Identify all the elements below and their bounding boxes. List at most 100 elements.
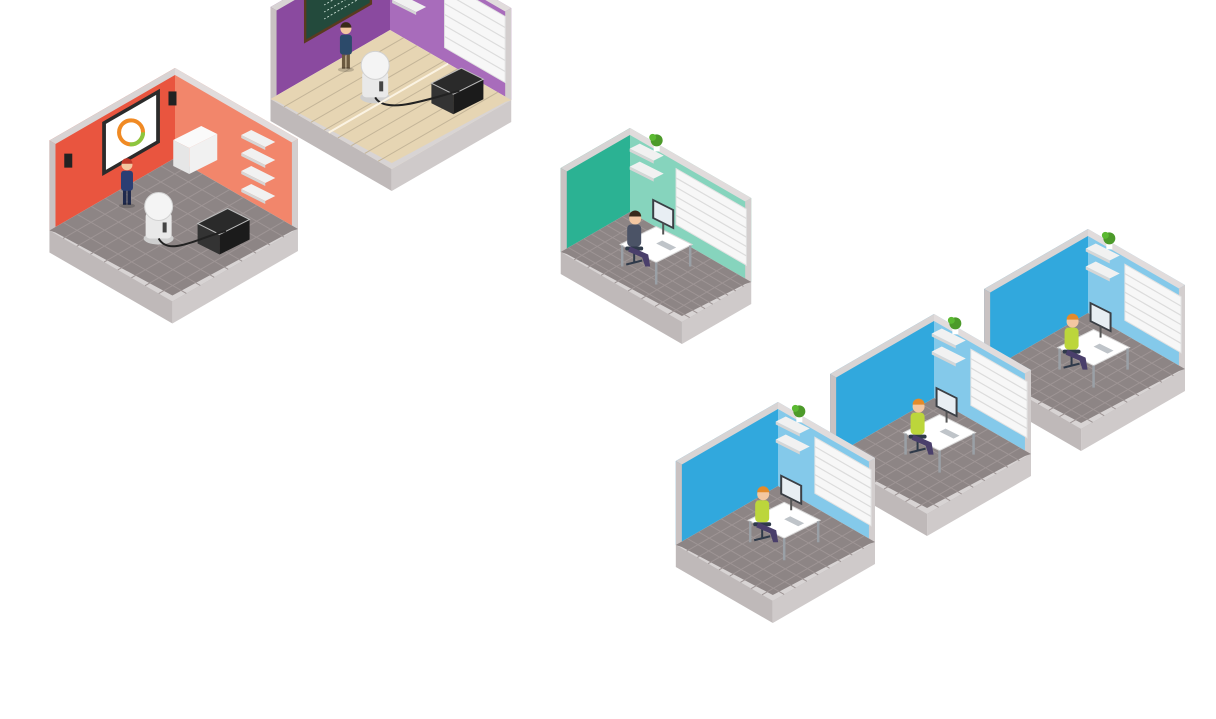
hair xyxy=(1066,313,1079,320)
leg xyxy=(346,52,350,69)
floor-tile-line xyxy=(378,91,499,162)
window-slat xyxy=(814,446,872,480)
floor-tile-line xyxy=(883,428,989,490)
leg xyxy=(122,188,127,205)
floor-tile-line xyxy=(158,220,285,295)
window-slat xyxy=(970,367,1028,401)
window-slat xyxy=(1124,310,1182,344)
left-wall xyxy=(984,229,1088,373)
chalk-writing xyxy=(324,0,359,20)
window-slat xyxy=(1124,301,1182,335)
slab-right-side xyxy=(391,100,512,191)
shelf-icon xyxy=(1085,248,1110,264)
window-slat xyxy=(1124,282,1182,316)
torso xyxy=(339,34,352,55)
slab-right-side xyxy=(927,454,1031,536)
shelf-icon xyxy=(1085,243,1120,261)
shelf-icon xyxy=(392,0,417,15)
wall-rim xyxy=(485,0,512,12)
shelf-icon xyxy=(629,143,664,161)
window-slat xyxy=(675,186,747,229)
floor-tile-line xyxy=(641,258,712,300)
room-office-teal xyxy=(560,128,752,344)
chair xyxy=(909,447,926,454)
speaker-icon xyxy=(64,153,73,168)
wall-rim xyxy=(675,402,785,465)
window-slat xyxy=(970,386,1028,420)
shadow xyxy=(337,67,354,73)
wall-edge xyxy=(560,168,567,256)
wall-rim xyxy=(830,314,941,378)
legs xyxy=(756,522,779,543)
person-icon xyxy=(1062,313,1088,370)
person-icon xyxy=(908,398,934,455)
chalk-writing xyxy=(324,0,346,13)
floor-tile-line xyxy=(297,45,418,115)
floor-tile-line xyxy=(598,229,721,301)
plant-icon xyxy=(1101,231,1109,239)
keyboard xyxy=(784,516,805,527)
floor-tile-line xyxy=(1048,349,1153,411)
floor-tile-line xyxy=(606,224,729,296)
window-slat xyxy=(675,177,747,220)
window-slat xyxy=(1124,273,1182,307)
shelf-icon xyxy=(775,434,810,452)
cable xyxy=(157,229,227,248)
slab-right-side xyxy=(681,282,752,344)
plant-icon xyxy=(947,316,955,324)
shelf-icon xyxy=(775,439,800,455)
wall-edge xyxy=(49,140,56,234)
floor-tile-line xyxy=(1070,362,1175,424)
floor-tile-line xyxy=(622,216,744,287)
room-office-blue-1 xyxy=(984,229,1185,451)
shelf-icon xyxy=(775,421,800,437)
floor-tile-line xyxy=(1041,339,1140,397)
leg xyxy=(127,188,131,205)
window-slat xyxy=(814,474,872,508)
slab-right-side xyxy=(1081,369,1185,451)
leg xyxy=(341,52,346,69)
window-slat xyxy=(1124,291,1182,326)
shelf-icon xyxy=(1085,261,1120,279)
shelf-icon xyxy=(241,135,266,151)
speaker-icon xyxy=(168,91,177,106)
hair xyxy=(121,158,133,164)
keyboard xyxy=(1093,343,1114,354)
legs xyxy=(911,434,934,455)
floor-tile-line xyxy=(1030,345,1128,403)
plant-icon xyxy=(791,404,799,412)
floor-tile-line xyxy=(686,538,785,595)
slab-left-side xyxy=(270,99,392,191)
floor-tile-line xyxy=(709,524,808,582)
floor-tile-line xyxy=(583,238,706,310)
case-right xyxy=(219,219,250,255)
plant-icon xyxy=(796,416,803,423)
floor-tile-line xyxy=(887,424,986,482)
floor-tile-line xyxy=(575,242,698,314)
shelf-icon xyxy=(241,130,276,148)
cabinet xyxy=(173,139,190,174)
torso xyxy=(910,412,925,435)
shelf-icon xyxy=(931,333,956,349)
window-slat xyxy=(444,13,506,51)
left-wall xyxy=(830,314,934,458)
hair xyxy=(340,22,352,28)
wall-rim xyxy=(984,229,1095,293)
shelf-icon xyxy=(241,166,276,184)
torso xyxy=(627,224,642,247)
chair xyxy=(753,535,771,542)
robot-icon xyxy=(360,50,391,104)
slab-left-side xyxy=(49,230,173,324)
legs xyxy=(1065,349,1088,370)
floor-tile-line xyxy=(117,197,244,271)
plant-icon xyxy=(649,133,657,141)
case-left xyxy=(431,83,454,115)
floor-tile-line xyxy=(729,516,833,577)
right-wall xyxy=(175,68,298,229)
shadow xyxy=(118,203,135,209)
floor-tile-line xyxy=(894,434,999,496)
window-slat xyxy=(444,35,506,73)
monitor-icon xyxy=(1091,304,1110,330)
monitor-icon xyxy=(937,389,956,415)
